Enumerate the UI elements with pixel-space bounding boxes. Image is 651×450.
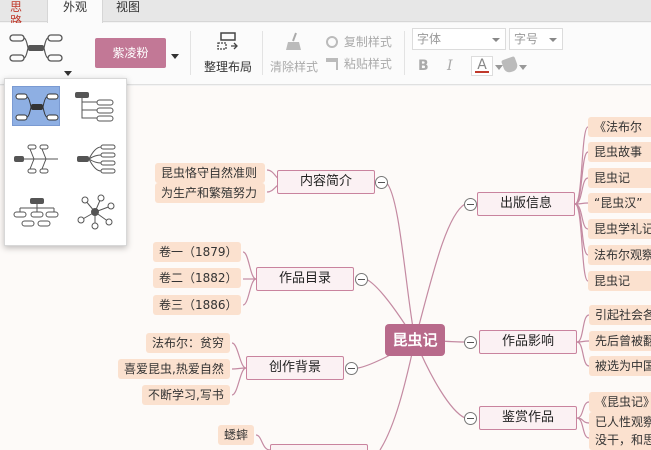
collapse-toggle[interactable] [464,412,477,425]
organize-layout-icon [217,32,238,50]
theme-chevron-down-icon[interactable] [171,54,179,59]
toolbar-separator [190,31,191,75]
org-right-icon [75,92,114,122]
branch-node-partial[interactable] [270,444,368,450]
structure-dropdown-button[interactable] [6,29,72,79]
copy-style-label: 复制样式 [343,35,392,49]
font-color-chevron-icon[interactable] [495,65,503,70]
font-color-label: A [477,57,487,73]
fill-color-chevron-icon[interactable] [519,65,527,70]
leaf-node[interactable]: 先后曾被翻 [589,331,651,351]
clear-style-button[interactable]: 清除样式 [268,31,320,75]
leaf-node[interactable]: 昆虫记 [588,168,651,188]
leaf-node[interactable]: 卷三（1886） [153,295,241,315]
structure-option-org-down[interactable] [12,192,60,232]
tab-appearance[interactable]: 外观 [47,0,103,23]
leaf-node[interactable]: 《法布尔 [588,117,651,137]
radial-bubble-icon [77,194,115,230]
organize-layout-label: 整理布局 [203,60,252,74]
leaf-node[interactable]: 卷二（1882） [153,268,241,288]
tab-view[interactable]: 视图 [116,0,141,14]
leaf-node[interactable]: 法布尔观察 [588,245,651,265]
font-color-button[interactable]: A [471,56,493,76]
fill-bucket-icon[interactable] [501,56,519,74]
leaf-node[interactable]: 不断学习,写书 [142,385,230,405]
leaf-node[interactable]: 昆虫学礼记 [588,219,651,239]
leaf-node[interactable]: 昆虫恪守自然准则 [155,163,265,183]
structure-option-tree-fan[interactable] [71,139,119,179]
paste-style-button[interactable]: 粘贴样式 [326,55,398,72]
chevron-down-icon [549,38,557,42]
structure-option-fishbone[interactable] [12,139,60,179]
structure-option-radial[interactable] [71,192,119,232]
fishbone-icon [14,144,58,174]
theme-button[interactable]: 紫凌粉 [95,38,166,68]
italic-button[interactable]: I [447,58,453,74]
mindmap-canvas[interactable]: 昆虫记 内容简介 昆虫恪守自然准则 为生产和繁殖努力 作品目录 卷一（1879）… [0,86,651,450]
leaf-node[interactable]: 喜爱昆虫,热爱自然 [118,359,230,379]
collapse-toggle[interactable] [375,176,388,189]
broom-icon [286,32,301,50]
collapse-toggle[interactable] [345,362,358,375]
structure-option-mindmap[interactable] [12,86,60,126]
font-size-select[interactable]: 字号 [509,28,563,50]
org-down-icon [13,198,59,227]
structure-popup-menu [4,78,127,246]
branch-node-publishing-info[interactable]: 出版信息 [477,192,575,216]
leaf-node[interactable]: 没干，和思 [589,430,651,450]
leaf-node[interactable]: 法布尔：贫穷 [146,333,230,353]
collapse-toggle[interactable] [464,198,477,211]
branch-node-content-summary[interactable]: 内容简介 [277,170,375,194]
leaf-node[interactable]: 引起社会各 [589,305,651,325]
font-color-swatch [475,71,489,73]
mindmap-balanced-icon [15,93,59,121]
leaf-node[interactable]: 蟋蟀 [218,425,254,445]
branch-node-appreciation[interactable]: 鉴赏作品 [479,406,577,430]
tab-ideas[interactable]: 思路 [10,0,23,28]
mindmap-structure-icon [9,34,63,62]
leaf-node[interactable]: 昆虫记 [588,271,651,291]
branch-node-influence[interactable]: 作品影响 [479,330,577,354]
chevron-down-icon [492,38,500,42]
appearance-toolbar: 紫凌粉 整理布局 清除样式 复制样式 粘贴样式 字体 字号 B I [0,23,651,85]
copy-style-button[interactable]: 复制样式 [326,33,398,50]
paste-style-label: 粘贴样式 [343,57,392,71]
leaf-node[interactable]: 已人性观察 [589,412,651,432]
font-family-value: 字体 [417,32,442,46]
branch-node-catalog[interactable]: 作品目录 [256,267,354,291]
chevron-down-icon [64,71,72,76]
branch-node-background[interactable]: 创作背景 [246,356,344,380]
paint-roller-icon [326,57,338,70]
tree-fan-icon [77,144,116,174]
mindmap-root-node[interactable]: 昆虫记 [385,324,445,356]
organize-layout-button[interactable]: 整理布局 [202,31,254,75]
font-size-value: 字号 [514,32,539,46]
toolbar-separator [262,31,263,75]
leaf-node[interactable]: 被选为中国 [589,356,651,376]
leaf-node[interactable]: 为生产和繁殖努力 [155,183,265,203]
collapse-toggle[interactable] [355,273,368,286]
collapse-toggle[interactable] [464,336,477,349]
clear-style-label: 清除样式 [269,60,318,74]
ribbon-tab-bar: 思路 外观 视图 [0,0,651,28]
structure-option-org-right[interactable] [71,86,119,126]
copy-style-icon [326,35,338,48]
toolbar-separator [404,31,405,75]
font-family-select[interactable]: 字体 [412,28,506,50]
leaf-node[interactable]: 《昆虫记》 [589,392,651,412]
leaf-node[interactable]: 卷一（1879） [153,242,241,262]
leaf-node[interactable]: “昆虫汉” [588,193,651,213]
leaf-node[interactable]: 昆虫故事 [588,142,651,162]
mindmap-links [231,126,590,450]
bold-button[interactable]: B [418,58,429,74]
